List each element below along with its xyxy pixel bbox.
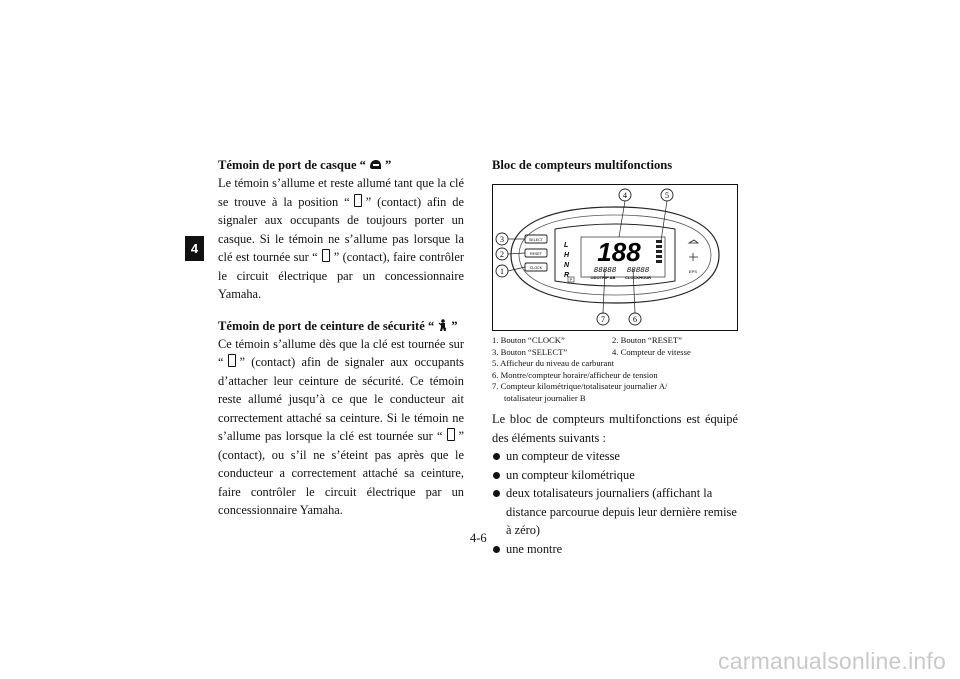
figure-legend: 1. Bouton “CLOCK” 2. Bouton “RESET” 3. B… [492,335,738,404]
clock-button-shape [524,262,548,272]
key-on-icon [227,354,236,367]
features-list: un compteur de vitesse un compteur kilom… [492,447,738,558]
gear-l: L [564,242,568,249]
legend-item: 4. Compteur de vitesse [612,346,691,357]
list-item: un compteur de vitesse [492,447,738,466]
callout-7: 7 [601,315,605,324]
gear-n: N [564,262,570,269]
body-text: ” (contact) afin de signaler aux occupan… [218,194,464,265]
select-button-label: SELECT [529,238,544,242]
legend-item: 3. Bouton “SELECT” [492,346,568,357]
body-text: Ce témoin s’allume dès que la clé est to… [218,336,464,370]
temp-indicator-icon [689,253,698,261]
legend-item: 1. Bouton “CLOCK” [492,335,565,345]
legend-item: 5. Afficheur du niveau de carburant [492,358,615,368]
body-text: ” (contact) afin de signaler aux occupan… [218,355,464,443]
body-text: ” (contact), ou s’il ne s’éteint pas apr… [218,429,464,517]
list-item: un compteur kilométrique [492,466,738,485]
heading-text: Témoin de port de casque “ [218,158,366,172]
seatbelt-icon [438,319,447,331]
page-number: 4-6 [470,531,487,545]
leader-lines [507,200,668,314]
fuel-gauge-bars [656,240,662,263]
heading-text: ” [451,318,458,333]
seatbelt-indicator-body: Ce témoin s’allume dès que la clé est to… [218,335,464,520]
park-indicator: P [570,277,573,282]
legend-row: 3. Bouton “SELECT” 4. Compteur de vitess… [492,347,738,359]
watermark[interactable]: carmanualsonline.info [718,648,946,674]
right-column: Bloc de compteurs multifonctions SELECT … [492,156,738,558]
callout-1: 1 [500,267,504,276]
callout-2: 2 [500,250,504,259]
clock-hour-label: CLOCKHOUR [625,275,651,280]
heading-text: Témoin de port de ceinture de sécurité “ [218,318,435,333]
list-item: une montre [492,540,738,559]
legend-item: 2. Bouton “RESET” [612,335,682,345]
clock-digits: 88888 [627,267,650,275]
gear-r: R [564,272,569,279]
clock-button-label: CLOCK [530,266,543,270]
left-column: Témoin de port de casque “ ” Le témoin s… [218,156,464,520]
reset-button-label: RESET [530,252,543,256]
legend-item: 6. Montre/compteur horaire/afficheur de … [492,369,658,380]
features-intro: Le bloc de compteurs multifonctions est … [492,412,738,445]
odo-trip-label: ODOTRIP AB [591,275,616,280]
helmet-indicator-body: Le témoin s’allume et reste allumé tant … [218,174,464,304]
callout-3: 3 [500,235,504,244]
legend-item: 7. Compteur kilométrique/totalisateur jo… [492,381,668,391]
body-text: ” (contact), faire contrôler le circuit … [218,250,464,301]
key-on-icon [446,428,455,441]
callout-4: 4 [623,191,627,200]
callout-5: 5 [665,191,669,200]
section-heading: Bloc de compteurs multifonctions [492,158,673,172]
callout-markers [495,188,674,326]
body-text: Le témoin s’allume et reste allumé tant … [218,176,464,209]
legend-row: 1. Bouton “CLOCK” 2. Bouton “RESET” [492,335,738,347]
list-item: deux totalisateurs journaliers (affichan… [492,484,738,540]
instrument-cluster-diagram: SELECT RESET CLOCK L H N R 188 88888 888… [495,188,720,326]
oil-indicator-icon [687,239,700,244]
instrument-cluster-figure: SELECT RESET CLOCK L H N R 188 88888 888… [492,184,738,331]
gear-h: H [564,252,570,259]
speedometer-digits: 188 [597,237,641,267]
key-on-icon [321,249,330,262]
legend-item: totalisateur journalier B [504,392,586,403]
callout-6: 6 [633,315,637,324]
helmet-indicator-heading: Témoin de port de casque “ ” [218,156,464,174]
key-on-icon [353,193,362,207]
chapter-tab: 4 [185,236,204,261]
seatbelt-indicator-heading: Témoin de port de ceinture de sécurité “… [218,317,464,335]
eps-indicator: EPS [689,269,697,274]
helmet-icon [369,160,381,169]
heading-text: ” [384,158,392,172]
